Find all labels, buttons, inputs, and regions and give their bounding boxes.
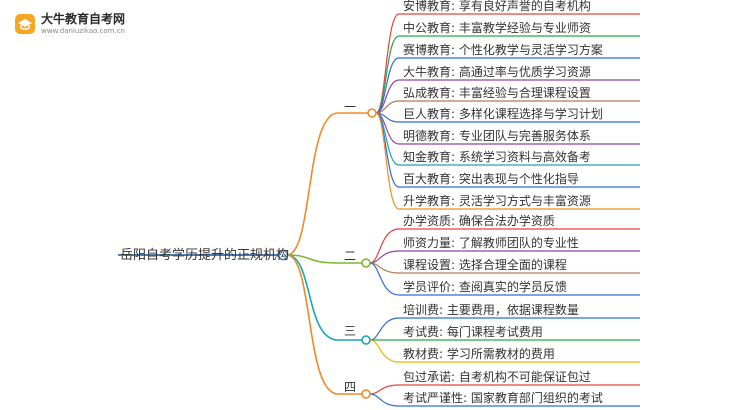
leaf-3-2[interactable]: 考试费: 每门课程考试费用 xyxy=(403,325,543,339)
branch-node-1 xyxy=(367,108,377,118)
root-to-branch-connector-2 xyxy=(286,254,339,264)
site-logo[interactable]: 大牛教育自考网 www.daniuzikao.com.cn xyxy=(14,12,125,36)
leaf-1-7[interactable]: 明德教育: 专业团队与完善服务体系 xyxy=(403,129,591,143)
leaf-connector-2-1 xyxy=(369,228,400,264)
leaf-connector-3-1 xyxy=(369,317,400,341)
leaf-2-1[interactable]: 办学资质: 确保合法办学资质 xyxy=(403,214,555,228)
graduation-cap-icon xyxy=(15,14,35,34)
leaf-3-3[interactable]: 教材费: 学习所需教材的费用 xyxy=(403,347,555,361)
leaf-1-9[interactable]: 百大教育: 突出表现与个性化指导 xyxy=(403,172,579,186)
leaf-3-1[interactable]: 培训费: 主要费用，依据课程数量 xyxy=(403,303,579,317)
leaf-connector-1-1 xyxy=(375,13,400,114)
leaf-1-8[interactable]: 知金教育: 系统学习资料与高效备考 xyxy=(403,150,591,164)
branch-label-1[interactable]: 一 xyxy=(344,100,357,114)
leaf-1-3[interactable]: 赛博教育: 个性化教学与灵活学习方案 xyxy=(403,43,603,57)
leaf-2-4[interactable]: 学员评价: 查阅真实的学员反馈 xyxy=(403,280,567,294)
leaf-connector-1-9 xyxy=(375,112,400,188)
logo-name: 大牛教育自考网 xyxy=(41,12,126,26)
leaf-1-5[interactable]: 弘成教育: 丰富经验与合理课程设置 xyxy=(403,86,591,100)
leaf-1-4[interactable]: 大牛教育: 高通过率与优质学习资源 xyxy=(403,65,591,79)
root-to-branch-connector-3 xyxy=(286,254,339,341)
leaf-2-3[interactable]: 课程设置: 选择合理全面的课程 xyxy=(403,258,567,272)
branch-label-4[interactable]: 四 xyxy=(344,380,357,394)
leaf-connector-1-10 xyxy=(375,112,400,210)
leaf-2-2[interactable]: 师资力量: 了解教师团队的专业性 xyxy=(403,236,579,250)
root-to-branch-connector-4 xyxy=(286,254,339,395)
branch-label-3[interactable]: 三 xyxy=(344,324,357,338)
root-to-branch-connector-1 xyxy=(286,112,339,256)
leaf-1-1[interactable]: 安博教育: 享有良好声誉的自考机构 xyxy=(403,0,591,13)
leaf-connector-1-4 xyxy=(375,79,400,114)
leaf-1-6[interactable]: 巨人教育: 多样化课程选择与学习计划 xyxy=(403,107,603,121)
leaf-1-10[interactable]: 升学教育: 灵活学习方式与丰富资源 xyxy=(403,194,591,208)
leaf-connector-4-1 xyxy=(369,384,400,395)
leaf-connector-2-3 xyxy=(369,262,400,274)
logo-url: www.daniuzikao.com.cn xyxy=(41,27,125,35)
branch-node-2 xyxy=(361,258,371,268)
branch-node-3 xyxy=(361,335,371,345)
leaf-connector-4-2 xyxy=(369,393,400,407)
leaf-connector-2-4 xyxy=(369,262,400,296)
root-node xyxy=(277,249,289,261)
branch-node-4 xyxy=(361,389,371,399)
leaf-1-2[interactable]: 中公教育: 丰富教学经验与专业师资 xyxy=(403,21,591,35)
leaf-4-2[interactable]: 考试严谨性: 国家教育部门组织的考试 xyxy=(403,391,603,405)
leaf-4-1[interactable]: 包过承诺: 自考机构不可能保证包过 xyxy=(403,370,591,384)
branch-label-2[interactable]: 二 xyxy=(344,249,357,263)
leaf-connector-1-3 xyxy=(375,57,400,114)
root-topic[interactable]: 岳阳自考学历提升的正规机构 xyxy=(120,248,290,263)
leaf-connector-3-3 xyxy=(369,339,400,363)
